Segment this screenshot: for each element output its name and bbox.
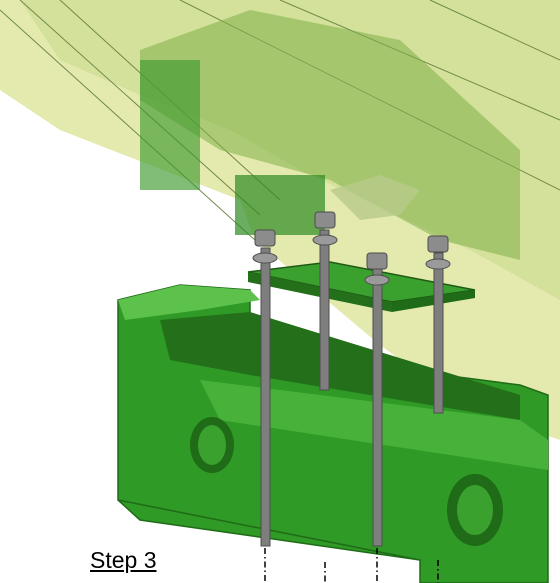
center-lines (264, 548, 439, 583)
lower-frame (117, 284, 549, 583)
upper-hopper-panel (0, 0, 560, 440)
bolt (312, 211, 338, 391)
bolt (364, 252, 390, 547)
bolt (425, 235, 451, 414)
bolt (252, 229, 278, 547)
step-caption: Step 3 (90, 547, 157, 573)
